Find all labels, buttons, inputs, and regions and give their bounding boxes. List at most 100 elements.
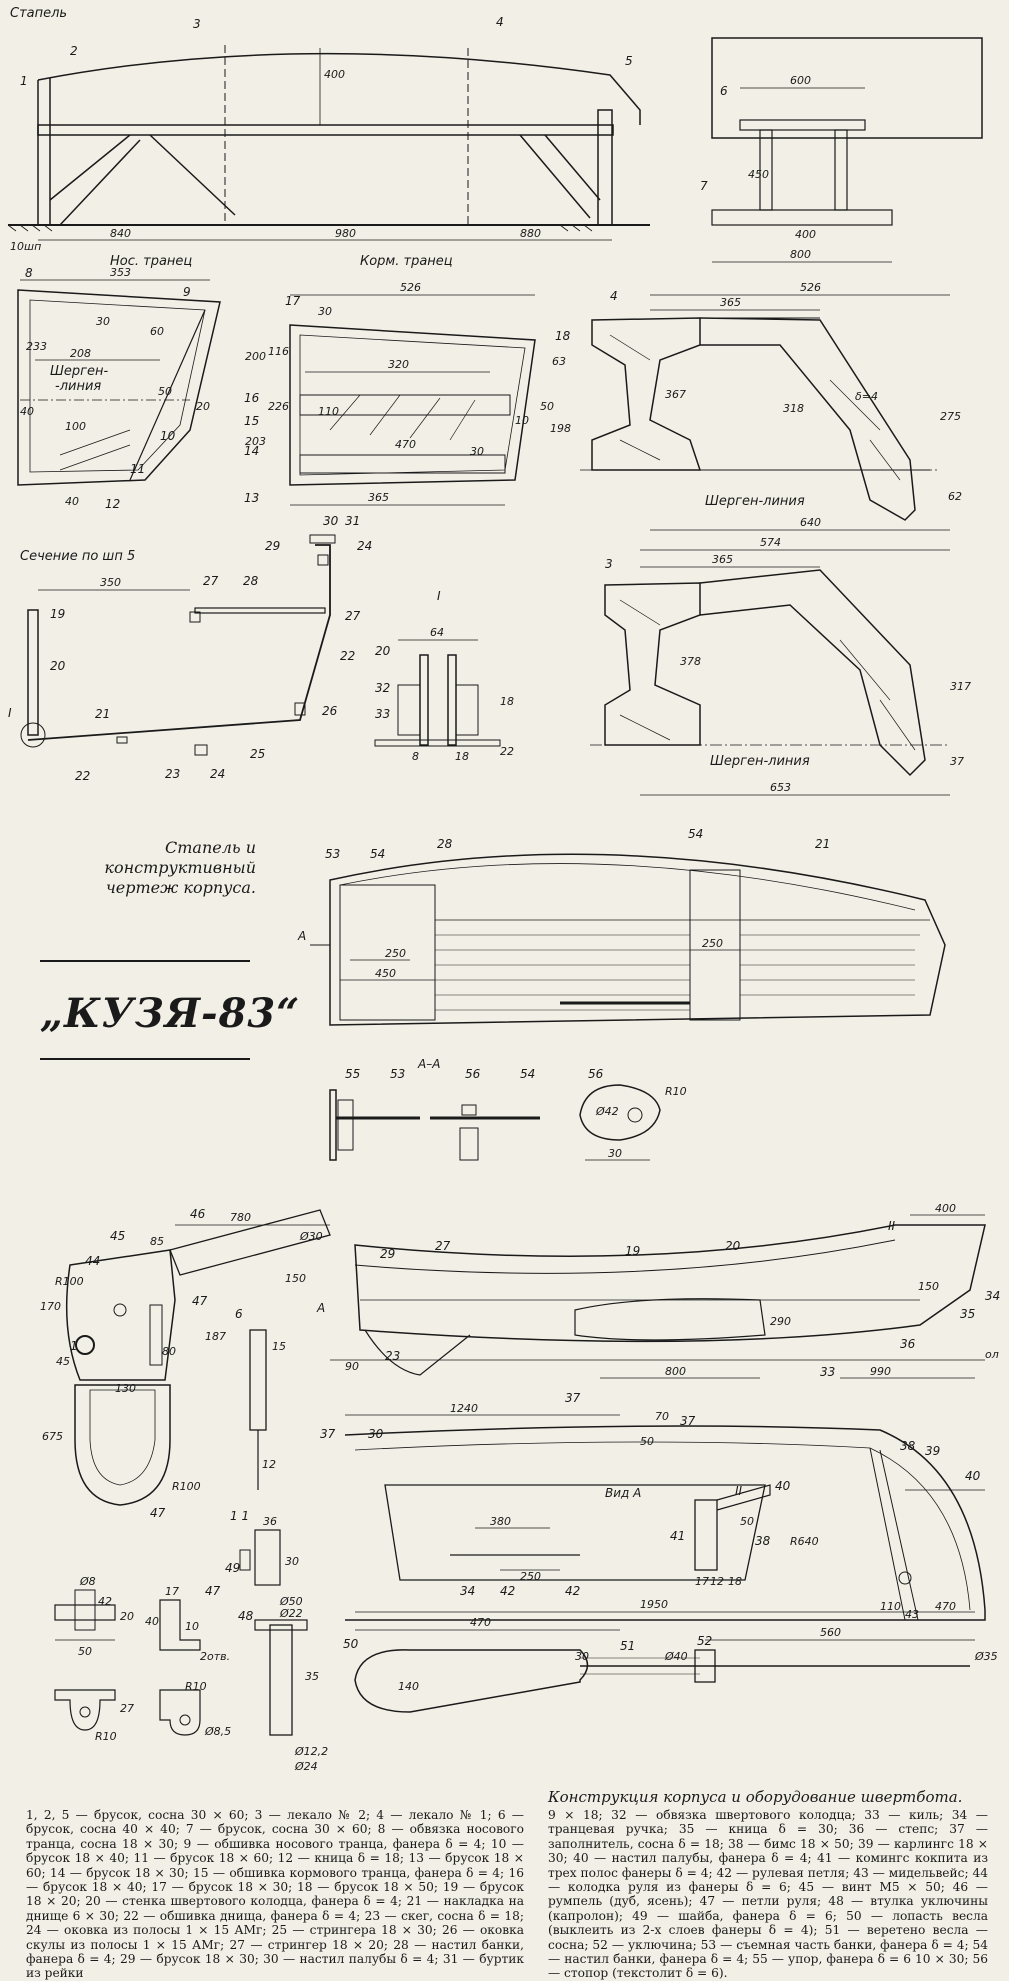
- callout-30: 30: [323, 514, 339, 528]
- callout-27: 27: [203, 574, 219, 588]
- callout-6: 6: [720, 84, 728, 98]
- dim-R640: R640: [790, 1535, 819, 1548]
- dim-990: 990: [870, 1365, 891, 1378]
- dim-30a: 30: [96, 315, 110, 328]
- dim-90: 90: [345, 1360, 359, 1373]
- callout-5: 5: [625, 54, 633, 68]
- title-rule-bottom: [40, 1058, 250, 1060]
- dim-250c: 250: [520, 1570, 541, 1583]
- callout-45: 45: [110, 1229, 125, 1243]
- callout-38: 38: [900, 1439, 916, 1453]
- dim-100a: 100: [65, 420, 86, 433]
- callout-42: 42: [500, 1584, 515, 1598]
- dim-600: 600: [790, 74, 811, 87]
- callout-22b: 22: [340, 649, 355, 663]
- dim-150b: 150: [918, 1280, 939, 1293]
- hinge-parts-view: 6 15 12 1 1 36 30 49 Ø8 42 20 50 17 40 1…: [54, 1307, 328, 1773]
- nose-transom-view: Нос. транец 353 30 60 200 233 208 40 100…: [17, 254, 266, 511]
- dim-40b: 40: [65, 495, 79, 508]
- dim-1950: 1950: [640, 1598, 668, 1611]
- callout-51: 51: [620, 1639, 635, 1653]
- dim-233: 233: [26, 340, 47, 353]
- callout-56b: 56: [588, 1067, 604, 1081]
- callout-27b: 27: [345, 609, 361, 623]
- dim-275: 275: [940, 410, 961, 423]
- dim-526a: 526: [400, 281, 421, 294]
- dim-O122: Ø12,2: [294, 1745, 328, 1758]
- label-A-top: А: [297, 929, 306, 943]
- label-detail-I: I: [8, 706, 12, 720]
- dim-198: 198: [550, 422, 571, 435]
- dim-O22: Ø22: [279, 1607, 303, 1620]
- dim-15: 15: [272, 1340, 286, 1353]
- callout-24: 24: [210, 767, 225, 781]
- callout-49: 49: [225, 1561, 240, 1575]
- callout-14: 14: [244, 444, 259, 458]
- equipment-caption: Конструкция корпуса и оборудование шверт…: [548, 1788, 963, 1806]
- callout-47c: 47: [205, 1584, 221, 1598]
- dim-187: 187: [205, 1330, 226, 1343]
- rudder-view: 780 85 150 Ø30 170 R100 45 130 80 187 67…: [40, 1207, 331, 1520]
- dim-675: 675: [42, 1430, 63, 1443]
- dim-450a: 450: [748, 168, 769, 181]
- dim-200: 200: [245, 350, 266, 363]
- callout-42b: 42: [565, 1584, 580, 1598]
- callout-56: 56: [465, 1067, 481, 1081]
- dim-365c: 365: [712, 553, 733, 566]
- technical-drawing: Стапель 840 980 880 10шп 400 600 450 400…: [7, 6, 1000, 1773]
- callout-33: 33: [375, 707, 390, 721]
- callout-1: 1: [20, 74, 28, 88]
- stapel-view: Стапель 840 980 880 10шп 400 600 450 400…: [7, 6, 983, 263]
- heading-vid-A: Вид А: [605, 1486, 641, 1500]
- dim-30d: 30: [608, 1147, 622, 1160]
- legend-left-text: 1, 2, 5 — брусок, сосна 30 × 60; 3 — лек…: [26, 1808, 524, 1981]
- callout-24b: 24: [357, 539, 372, 553]
- callout-25: 25: [250, 747, 265, 761]
- dim-400a: 400: [324, 68, 345, 81]
- dim-60: 60: [150, 325, 164, 338]
- callout-54b: 54: [688, 827, 703, 841]
- callout-47b: 47: [150, 1506, 166, 1520]
- callout-1b: 1: [70, 1339, 78, 1353]
- section-AA-view: А–А 55 53 56 54 30 R10 Ø42 56: [329, 1057, 687, 1161]
- main-caption-line-1: Стапель и конструктивный: [104, 838, 256, 877]
- dim-640: 640: [800, 516, 821, 529]
- callout-17: 17: [285, 294, 301, 308]
- dim-250b: 250: [702, 937, 723, 950]
- legend-left: 1, 2, 5 — брусок, сосна 30 × 60; 3 — лек…: [26, 1808, 524, 1981]
- label-detail-11: 1 1: [230, 1509, 249, 1523]
- hull-side-view: ол 90 800 990 290 400 150 II А 29 27 19 …: [316, 1202, 1000, 1379]
- callout-30b: 30: [368, 1427, 384, 1441]
- dim-ol: ол: [985, 1348, 999, 1361]
- heading-korm-tranec: Корм. транец: [360, 254, 453, 269]
- callout-19b: 19: [625, 1244, 640, 1258]
- callout-39: 39: [925, 1444, 940, 1458]
- heading-nos-tranec: Нос. транец: [110, 254, 192, 269]
- callout-28: 28: [243, 574, 259, 588]
- dim-840: 840: [110, 227, 131, 240]
- callout-21: 21: [95, 707, 110, 721]
- callout-31: 31: [345, 514, 360, 528]
- dim-365a: 365: [368, 491, 389, 504]
- dim-22: 22: [500, 745, 514, 758]
- dim-50a: 50: [158, 385, 172, 398]
- dim-365b: 365: [720, 296, 741, 309]
- callout-12: 12: [105, 497, 120, 511]
- dim-800b: 800: [665, 1365, 686, 1378]
- dim-380: 380: [490, 1515, 511, 1528]
- callout-55: 55: [345, 1067, 360, 1081]
- dim-37: 37: [950, 755, 964, 768]
- dim-290: 290: [770, 1315, 791, 1328]
- dim-653: 653: [770, 781, 791, 794]
- callout-53b: 53: [390, 1067, 405, 1081]
- dim-116: 116: [268, 345, 289, 358]
- callout-3: 3: [193, 17, 201, 31]
- callout-6b: 6: [235, 1307, 243, 1321]
- callout-15: 15: [244, 414, 259, 428]
- dim-O24: Ø24: [294, 1760, 318, 1773]
- callout-33b: 33: [820, 1365, 835, 1379]
- oar-view: 470 1950 560 140 30 Ø40 Ø35 50 51 52: [343, 1598, 998, 1713]
- lekalo-2-view: 574 365 378 317 37 653 Шерген-линия 3: [590, 536, 971, 796]
- dim-O40: Ø40: [664, 1650, 688, 1663]
- heading-detail-II: II: [735, 1484, 743, 1498]
